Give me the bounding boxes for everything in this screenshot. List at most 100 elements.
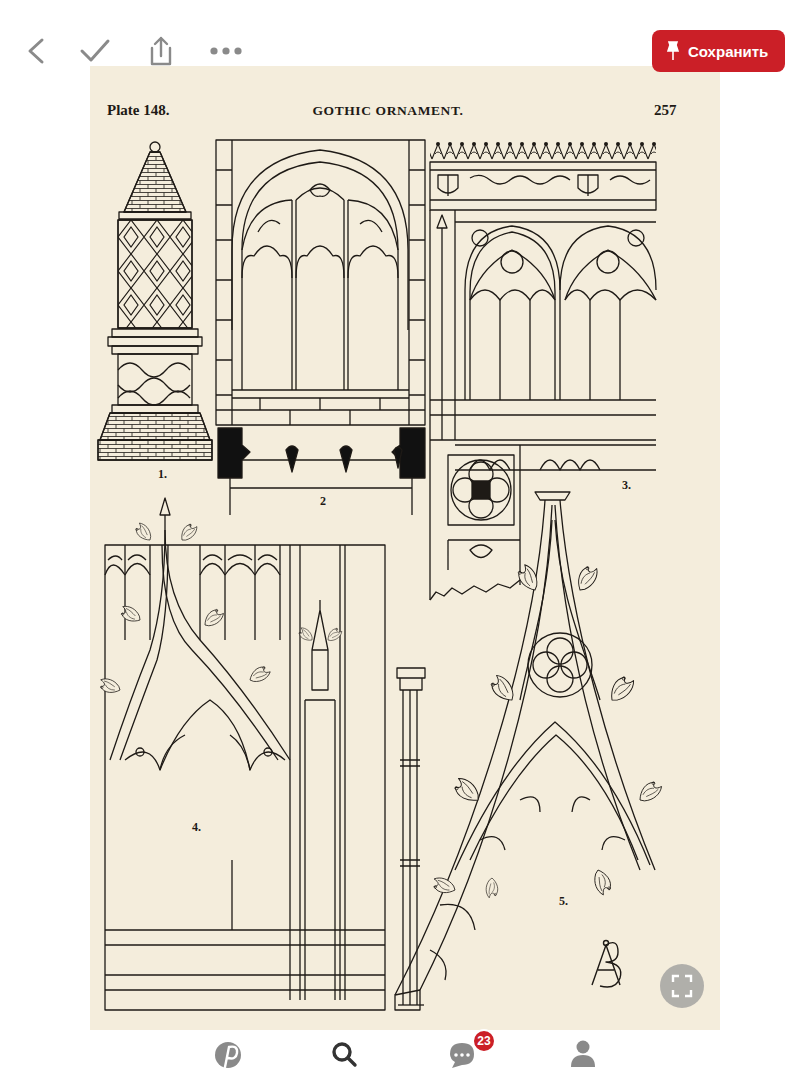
screen-figure <box>472 481 490 499</box>
gable-figure <box>395 500 545 995</box>
artist-monogram <box>600 943 621 987</box>
chimney-figure <box>124 152 186 212</box>
pin-icon <box>666 41 680 61</box>
screen-figure <box>470 250 656 300</box>
gable-figure <box>520 520 600 700</box>
share-icon <box>152 38 170 64</box>
window-figure <box>216 140 425 425</box>
screen-figure <box>470 232 555 400</box>
window-figure <box>292 200 348 390</box>
chimney-figure <box>124 152 186 212</box>
save-button: Сохранить <box>652 30 785 72</box>
profile-icon <box>571 1055 595 1067</box>
chimney-figure <box>112 329 198 337</box>
plate-drawing <box>325 626 344 644</box>
figure-number: 5. <box>557 894 570 909</box>
plate-drawing <box>98 140 665 1010</box>
screen-figure <box>430 142 656 600</box>
window-profile <box>286 446 298 472</box>
column-figure <box>397 668 425 1005</box>
notification-badge: 23 <box>472 1029 496 1053</box>
canopy-figure <box>264 748 272 756</box>
screen-figure <box>430 440 520 600</box>
screen-figure <box>448 455 514 525</box>
screen-figure <box>501 251 523 273</box>
canopy-figure <box>110 530 165 760</box>
gable-figure <box>547 666 573 692</box>
figure-number: 3. <box>620 478 633 493</box>
chimney-figure <box>98 440 212 460</box>
messages-icon <box>450 1043 474 1068</box>
window-figure <box>296 246 344 278</box>
badge-count: 23 <box>477 1034 490 1048</box>
messages-icon <box>466 1053 470 1057</box>
chimney-figure <box>112 405 198 413</box>
plate-drawing <box>201 606 226 630</box>
screen-figure <box>451 460 511 520</box>
chimney-figure <box>112 346 198 354</box>
window-profile <box>218 459 425 460</box>
column-figure <box>397 668 425 690</box>
screen-figure <box>430 210 455 440</box>
plate-drawing <box>297 626 316 644</box>
chimney-figure <box>108 337 202 346</box>
plate-drawing <box>178 521 200 544</box>
window-profile <box>340 446 352 472</box>
pinterest-icon <box>215 1042 241 1068</box>
chimney-figure <box>118 363 190 377</box>
more-icon <box>222 47 229 54</box>
more-icon <box>234 47 241 54</box>
screen-figure <box>448 540 520 570</box>
plate-drawing <box>606 673 637 706</box>
pin-icon <box>668 42 678 60</box>
expand-icon <box>660 964 704 1008</box>
gable-figure <box>560 500 655 870</box>
figure-number: 2 <box>318 494 328 509</box>
chimney-figure <box>98 142 212 460</box>
canopy-figure <box>108 555 277 560</box>
screen-figure <box>430 162 656 210</box>
chimney-figure <box>118 354 192 405</box>
screen-figure <box>565 290 656 300</box>
canopy-figure <box>125 700 285 770</box>
search-icon <box>334 1044 355 1065</box>
window-figure <box>216 170 232 395</box>
canopy-figure <box>125 545 280 640</box>
chimney-figure <box>118 378 190 392</box>
chimney-figure <box>118 391 190 405</box>
page-number: 257 <box>652 102 679 119</box>
gable-figure <box>470 735 638 860</box>
plate-title: GOTHIC ORNAMENT. <box>312 103 463 119</box>
search-icon <box>348 1058 355 1065</box>
window-figure <box>232 140 409 425</box>
pinterest-icon <box>225 1047 237 1067</box>
messages-icon <box>460 1053 464 1057</box>
chimney-figure <box>100 413 210 440</box>
plate-drawing <box>247 664 272 686</box>
screen-figure <box>500 300 620 400</box>
canopy-figure <box>290 545 345 1000</box>
gable-figure <box>420 505 552 990</box>
screen-figure <box>455 221 656 222</box>
canopy-figure <box>160 498 170 530</box>
window-profile <box>218 428 425 515</box>
plate-drawing <box>591 867 613 896</box>
window-profile <box>392 428 425 478</box>
app-top-bar <box>30 38 170 64</box>
expand-icon <box>673 976 691 996</box>
window-profile <box>230 478 412 515</box>
check-icon <box>82 41 108 60</box>
plate-drawing <box>98 677 123 696</box>
screen-figure <box>597 251 619 273</box>
canopy-figure <box>105 564 280 576</box>
window-figure <box>348 246 398 278</box>
window-figure <box>242 246 292 278</box>
window-figure <box>232 150 408 330</box>
plate-drawing <box>487 672 518 705</box>
screen-figure <box>470 290 555 300</box>
chimney-figure <box>100 413 210 440</box>
button-label: Сохранить <box>688 43 768 60</box>
plate-drawing <box>118 604 143 626</box>
gable-figure <box>395 990 420 1010</box>
